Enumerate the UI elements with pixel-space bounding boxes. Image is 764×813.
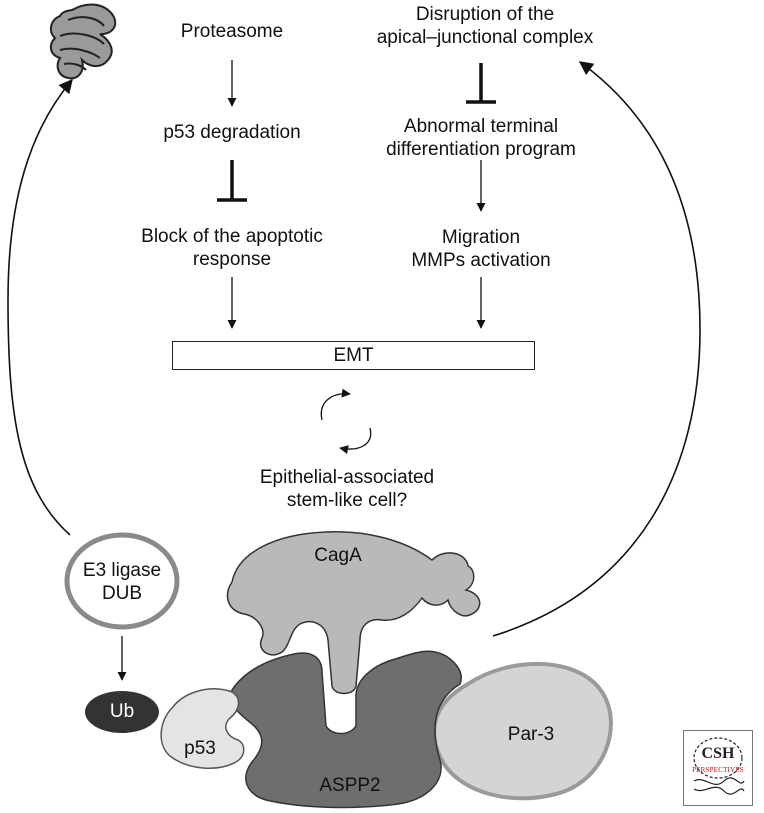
ub-blob xyxy=(85,691,159,733)
disruption-line2: apical–junctional complex xyxy=(376,27,594,48)
migration-line1: Migration xyxy=(441,227,521,248)
p53-shape xyxy=(160,688,245,769)
proteasome-text: Proteasome xyxy=(180,21,284,42)
p53-label: p53 xyxy=(170,737,230,760)
aspp2-label: ASPP2 xyxy=(300,774,400,797)
dna-helix-icon xyxy=(693,737,745,795)
proteasome-label: Proteasome xyxy=(132,20,332,43)
e3-line2: DUB xyxy=(101,583,143,604)
emt-label: EMT xyxy=(333,345,374,366)
disruption-label: Disruption of the apical–junctional comp… xyxy=(368,3,602,49)
ub-text: Ub xyxy=(109,701,135,722)
par3-label: Par-3 xyxy=(486,723,576,746)
cycle-arrow-bottom xyxy=(339,427,372,454)
inhibit-disruption-to-abnormal xyxy=(466,63,496,104)
block-line1: Block of the apoptotic xyxy=(141,226,323,247)
block-apoptotic-label: Block of the apoptotic response xyxy=(100,225,364,271)
arrow-par3-to-disruption xyxy=(492,61,701,637)
p53-text: p53 xyxy=(184,738,216,759)
aspp2-shape xyxy=(229,650,462,809)
cagA-label: CagA xyxy=(298,544,378,567)
perspectives-logo-text: PERSPECTIVES xyxy=(692,766,744,774)
abnormal-line2: differentiation program xyxy=(386,139,576,160)
p53-degradation-text: p53 degradation xyxy=(163,122,301,143)
migration-label: Migration MMPs activation xyxy=(381,226,581,272)
arrow-e3-to-proteasome xyxy=(7,78,73,536)
emt-box: EMT xyxy=(172,341,535,370)
proteasome-icon xyxy=(49,3,117,80)
stem-line2: stem-like cell? xyxy=(286,490,408,511)
e3-ligase-label: E3 ligase DUB xyxy=(62,559,182,605)
stem-line1: Epithelial-associated xyxy=(259,467,435,488)
e3-ligase-dub-ring xyxy=(64,532,180,630)
block-line2: response xyxy=(192,249,272,270)
disruption-line1: Disruption of the xyxy=(415,4,555,25)
csh-logo-text: CSH xyxy=(701,745,735,762)
aspp2-text: ASPP2 xyxy=(319,775,381,796)
par3-text: Par-3 xyxy=(507,724,555,745)
cycle-arrow-top xyxy=(320,388,351,421)
cagA-text: CagA xyxy=(314,545,362,566)
e3-line1: E3 ligase xyxy=(82,560,162,581)
ub-label: Ub xyxy=(92,700,152,723)
migration-line2: MMPs activation xyxy=(411,250,551,271)
csh-perspectives-logo: CSH PERSPECTIVES xyxy=(683,730,753,806)
inhibit-p53deg-to-block xyxy=(217,160,247,202)
stem-cell-label: Epithelial-associated stem-like cell? xyxy=(222,466,472,512)
abnormal-line1: Abnormal terminal xyxy=(403,116,559,137)
cagA-shape xyxy=(226,531,481,695)
abnormal-label: Abnormal terminal differentiation progra… xyxy=(371,115,591,161)
p53-degradation-label: p53 degradation xyxy=(132,121,332,144)
